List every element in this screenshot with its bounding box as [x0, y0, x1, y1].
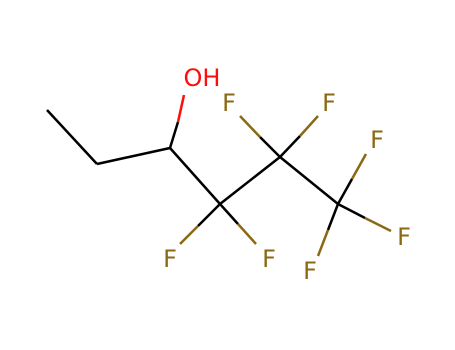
bond-c5-f-right-fluorine-half [299, 115, 319, 137]
bond-c4-c5 [219, 156, 281, 205]
bond-c2-c3 [96, 146, 171, 166]
fluorine-label-c5-right: F [322, 89, 336, 117]
bond-c4-f-right-carbon-half [219, 203, 239, 225]
fluorine-label-c6-bottom: F [303, 257, 317, 285]
bond-c6-f-top-fluorine-half [350, 153, 368, 180]
fluorine-label-c4-left: F [163, 245, 177, 273]
bond-c4-f-left-fluorine-half [179, 225, 199, 245]
bond-c6-f-top-carbon-half [336, 178, 354, 205]
bond-c5-f-left-carbon-half [259, 136, 281, 158]
bond-c6-f-right-carbon-half [337, 202, 366, 220]
bond-c4-f-right-fluorine-half [237, 223, 257, 245]
bond-c4-f-left-carbon-half [197, 203, 221, 227]
bond-c5-f-left-fluorine-half [239, 115, 261, 138]
fluorine-label-c5-left: F [222, 89, 236, 117]
bond-c5-c6 [279, 156, 339, 205]
bond-c1-c2 [46, 109, 98, 165]
bond-c5-f-right-carbon-half [279, 135, 301, 158]
bond-c6-f-right-fluorine-half [364, 216, 392, 233]
hydroxyl-label: OH [184, 64, 221, 92]
fluorine-label-c6-top: F [370, 126, 384, 154]
bond-c3-o-carbon-half [168, 121, 180, 149]
fluorine-label-c6-right: F [397, 223, 411, 251]
bond-c6-f-bottom-fluorine-half [316, 229, 330, 257]
bond-c6-f-bottom-carbon-half [326, 203, 340, 231]
fluorine-label-c4-right: F [262, 245, 276, 273]
bond-c3-o-oxygen-half [176, 94, 186, 123]
bond-c3-c4 [169, 147, 221, 205]
